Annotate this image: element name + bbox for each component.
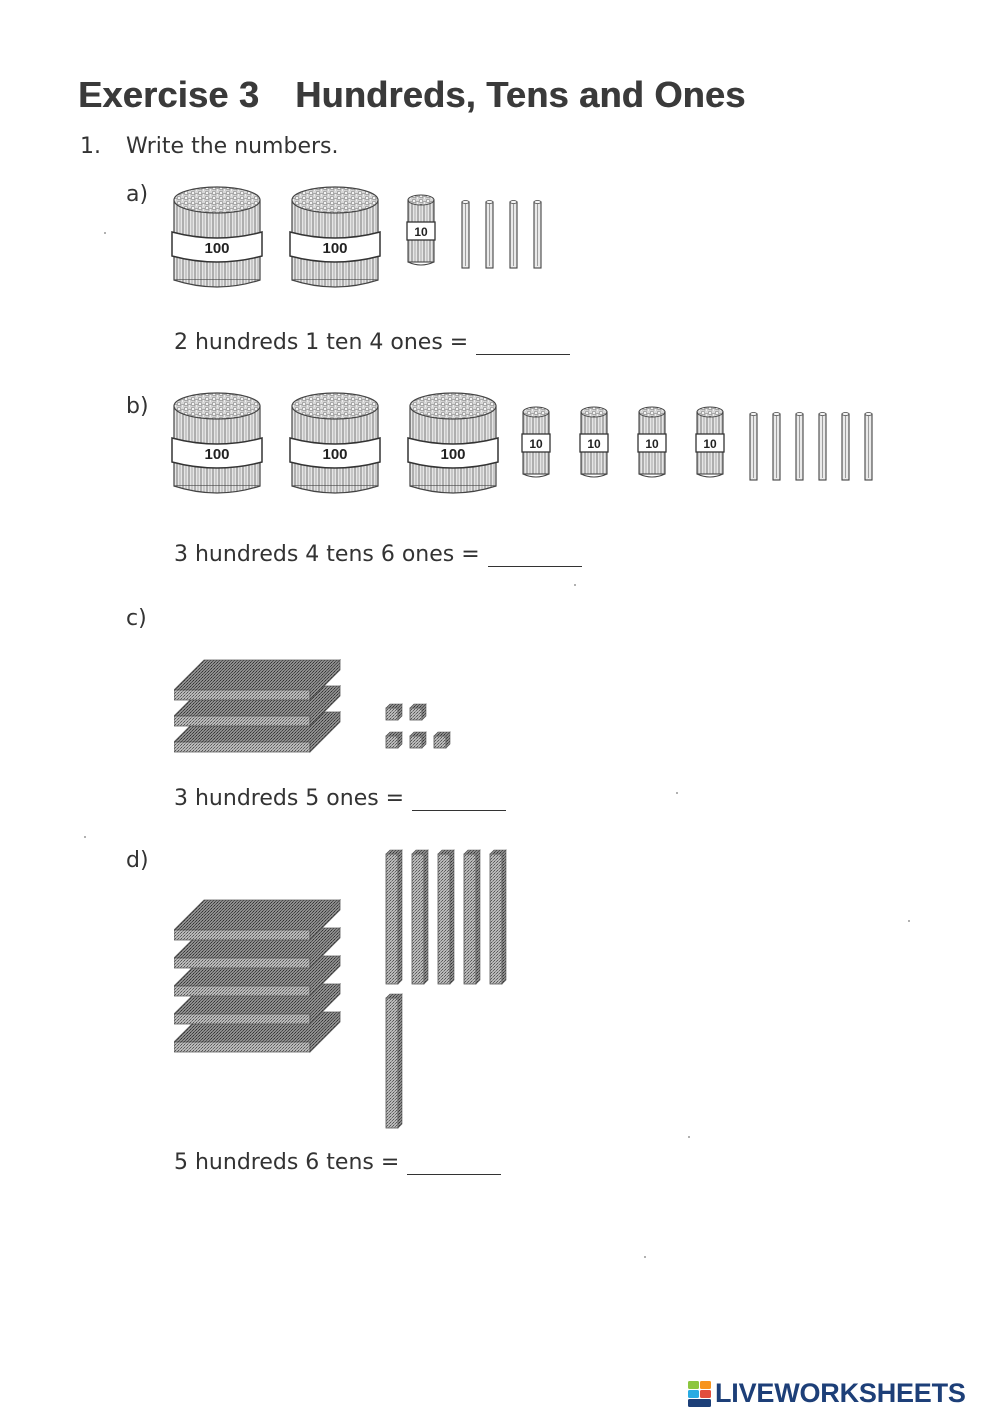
one-stick <box>795 411 804 481</box>
liveworksheets-logo-icon <box>688 1380 711 1407</box>
page-title: Exercise 3 Hundreds, Tens and Ones <box>78 74 745 116</box>
scan-speck <box>688 1136 690 1138</box>
part-b-equation: 3 hundreds 4 tens 6 ones = <box>174 542 582 567</box>
ten-bundle: 10 <box>406 194 436 266</box>
ten-rod <box>489 849 507 985</box>
part-c-answer-input[interactable] <box>412 786 507 811</box>
ten-rod <box>437 849 455 985</box>
hundred-bundle: 100 <box>289 186 381 288</box>
one-cube <box>385 731 403 749</box>
liveworksheets-logo: LIVEWORKSHEETS <box>688 1378 966 1409</box>
scan-speck <box>84 836 86 838</box>
hundred-bundle: 100 <box>171 392 263 494</box>
one-cube <box>433 731 451 749</box>
ten-rod <box>411 849 429 985</box>
ten-rod <box>385 849 403 985</box>
hundred-bundle-label: 100 <box>322 446 347 463</box>
hundred-flat <box>174 899 341 941</box>
ten-bundle-label: 10 <box>529 437 543 451</box>
one-cube <box>385 703 403 721</box>
liveworksheets-brand-text: LIVEWORKSHEETS <box>715 1378 966 1408</box>
hundred-bundle: 100 <box>407 392 499 494</box>
one-stick <box>461 199 470 269</box>
hundred-flat <box>174 659 341 701</box>
scan-speck <box>908 920 910 922</box>
hundred-bundle: 100 <box>171 186 263 288</box>
part-a-answer-input[interactable] <box>476 330 571 355</box>
one-stick <box>749 411 758 481</box>
part-b-answer-input[interactable] <box>487 542 582 567</box>
ten-rod <box>385 993 403 1129</box>
question-instruction: Write the numbers. <box>126 134 339 159</box>
part-a-equation-text: 2 hundreds 1 ten 4 ones = <box>174 330 469 355</box>
ten-rod <box>463 849 481 985</box>
one-stick <box>864 411 873 481</box>
ten-bundle-label: 10 <box>645 437 659 451</box>
scan-speck <box>104 232 106 234</box>
part-a-equation: 2 hundreds 1 ten 4 ones = <box>174 330 571 355</box>
one-stick <box>818 411 827 481</box>
hundred-bundle-label: 100 <box>204 240 229 257</box>
scan-speck <box>676 792 678 794</box>
one-stick <box>509 199 518 269</box>
exercise-label: Exercise 3 <box>78 74 260 115</box>
one-stick <box>485 199 494 269</box>
one-cube <box>409 731 427 749</box>
part-b-equation-text: 3 hundreds 4 tens 6 ones = <box>174 542 480 567</box>
hundred-bundle: 100 <box>289 392 381 494</box>
hundred-bundle-label: 100 <box>204 446 229 463</box>
part-c-blocks-illustration <box>174 659 451 753</box>
scan-speck <box>574 584 576 586</box>
one-cube <box>409 703 427 721</box>
question-number: 1. <box>80 134 101 159</box>
part-d-blocks-illustration <box>174 849 507 1129</box>
part-d-equation-text: 5 hundreds 6 tens = <box>174 1150 400 1175</box>
part-d-equation: 5 hundreds 6 tens = <box>174 1150 502 1175</box>
ten-bundle-label: 10 <box>414 225 428 239</box>
ten-bundle: 10 <box>521 406 551 478</box>
ten-bundle: 10 <box>637 406 667 478</box>
part-d-answer-input[interactable] <box>407 1150 502 1175</box>
part-c-equation: 3 hundreds 5 ones = <box>174 786 507 811</box>
scan-speck <box>644 1256 646 1258</box>
part-b-bundles-illustration: 100 100 100 10 10 10 10 <box>171 392 873 494</box>
one-stick <box>772 411 781 481</box>
part-c-equation-text: 3 hundreds 5 ones = <box>174 786 405 811</box>
part-c-label: c) <box>126 606 147 631</box>
hundred-bundle-label: 100 <box>322 240 347 257</box>
ten-bundle: 10 <box>695 406 725 478</box>
one-stick <box>533 199 542 269</box>
one-stick <box>841 411 850 481</box>
hundred-bundle-label: 100 <box>440 446 465 463</box>
part-d-label: d) <box>126 848 149 873</box>
ten-bundle: 10 <box>579 406 609 478</box>
ten-bundle-label: 10 <box>703 437 717 451</box>
ten-bundle-label: 10 <box>587 437 601 451</box>
exercise-topic: Hundreds, Tens and Ones <box>295 74 746 115</box>
part-a-label: a) <box>126 182 149 207</box>
part-a-bundles-illustration: 100 100 10 <box>171 186 542 288</box>
part-b-label: b) <box>126 394 149 419</box>
